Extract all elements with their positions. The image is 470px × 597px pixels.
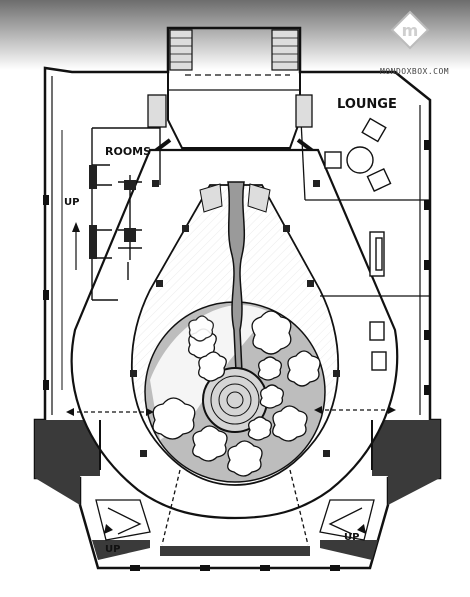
atrium-columns	[130, 180, 340, 457]
up-label-wall: UP	[64, 197, 79, 208]
lounge-furniture	[324, 117, 392, 371]
lounge-label: LOUNGE	[337, 97, 397, 112]
rooms-dark-posts	[89, 165, 136, 259]
top-entrance-stairs	[168, 29, 300, 91]
wall-windows	[43, 140, 430, 571]
planted-trees	[152, 310, 321, 477]
top-gradient	[0, 0, 470, 70]
watermark-logo: m	[390, 10, 430, 50]
logo-diamond-icon	[390, 10, 430, 50]
up-label-stair-left: UP	[105, 544, 120, 555]
inner-stairs	[199, 183, 271, 213]
watermark-text: MONDOXBOX.COM	[380, 67, 449, 76]
vestibule-walls	[167, 72, 301, 149]
direction-arrows	[66, 222, 396, 534]
up-label-stair-right: UP	[344, 532, 359, 543]
lounge-area	[147, 94, 430, 297]
circulation-paths	[70, 232, 392, 546]
wall-masses	[35, 420, 440, 560]
rooms-label: ROOMS	[105, 145, 151, 158]
logo-letter: m	[402, 21, 419, 40]
atrium-lower-accents	[99, 420, 373, 470]
